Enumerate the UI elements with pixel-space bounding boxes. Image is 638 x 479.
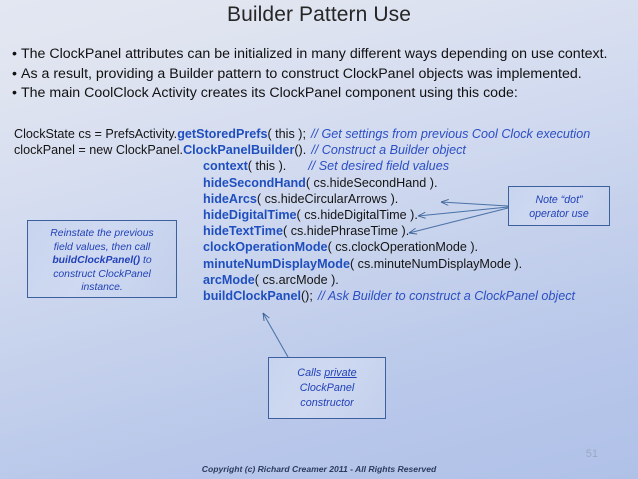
bullet-item: •The main CoolClock Activity creates its…: [12, 84, 632, 104]
bullet-item-text: The main CoolClock Activity creates its …: [21, 85, 518, 101]
code-args: ();: [300, 288, 313, 303]
code-args: ( cs.clockOperationMode ).: [327, 240, 479, 255]
callout-note-line2: operator use: [529, 208, 589, 220]
copyright-notice: Copyright (c) Richard Creamer 2011 - All…: [201, 464, 437, 474]
callout-reinstate-line4: construct ClockPanel: [53, 268, 151, 280]
callout-reinstate-line3-rest: to: [140, 255, 152, 267]
page-title: Builder Pattern Use: [227, 3, 411, 26]
code-method-name: hideDigitalTime: [203, 207, 297, 222]
code-method-name: minuteNumDisplayMode: [203, 256, 350, 271]
bullet-item: •The ClockPanel attributes can be initia…: [12, 45, 632, 65]
code-comment: // Construct a Builder object: [311, 143, 466, 158]
code-method-name: clockOperationMode: [203, 240, 328, 255]
callout-reinstate-line5: instance.: [81, 282, 123, 294]
code-args: ( cs.arcMode ).: [254, 272, 339, 287]
code-method-name: context: [203, 159, 248, 174]
code-comment: // Set desired field values: [308, 159, 449, 174]
callout-calls-line3: constructor: [300, 397, 354, 409]
callout-calls-line1-plain: Calls: [297, 367, 325, 379]
code-line-context: context( this ). // Set desired field val…: [14, 158, 638, 174]
code-args: ( cs.hideCircularArrows ).: [256, 191, 399, 206]
callout-reinstate-line2: field values, then call: [53, 241, 151, 253]
code-method-name: ClockPanelBuilder: [183, 143, 295, 158]
code-line-minute-num-display-mode: minuteNumDisplayMode( cs.minuteNumDispla…: [14, 256, 638, 272]
callout-calls-line2: ClockPanel: [299, 382, 355, 394]
arrow-calls-to-build-clock-panel: [262, 313, 289, 358]
code-args: ( this ).: [247, 159, 287, 174]
code-method-name: getStoredPrefs: [177, 127, 268, 141]
bullet-list: •The ClockPanel attributes can be initia…: [12, 45, 632, 104]
code-line-builder-new: clockPanel = new ClockPanel.ClockPanelBu…: [14, 142, 638, 158]
code-line-arc-mode: arcMode( cs.arcMode ).: [14, 272, 638, 288]
callout-note-line1: Note “dot”: [535, 194, 583, 206]
callout-calls-line1-underlined: private: [324, 367, 357, 379]
bullet-marker-icon: •: [12, 46, 17, 62]
bullet-marker-icon: •: [12, 65, 17, 82]
bullet-marker-icon: •: [12, 85, 17, 101]
code-line-clock-operation-mode: clockOperationMode( cs.clockOperationMod…: [14, 239, 638, 255]
bullet-item-text: The ClockPanel attributes can be initial…: [21, 46, 608, 62]
callout-reinstate: Reinstate the previous field values, the…: [27, 220, 177, 298]
code-method-name: arcMode: [203, 272, 255, 287]
code-args: ( cs.minuteNumDisplayMode ).: [349, 256, 523, 271]
code-line-declaration: ClockState cs = PrefsActivity.getStoredP…: [14, 126, 638, 142]
code-method-name: hideTextTime: [203, 224, 284, 239]
code-method-name: hideArcs: [203, 191, 257, 206]
code-args: ( cs.hideSecondHand ).: [305, 175, 438, 190]
code-method-name: buildClockPanel: [203, 288, 301, 303]
code-line-build-clock-panel: buildClockPanel(); // Ask Builder to cons…: [14, 288, 638, 304]
code-block: ClockState cs = PrefsActivity.getStoredP…: [14, 126, 638, 304]
bullet-item-text: As a result, providing a Builder pattern…: [21, 65, 582, 82]
code-line-hide-second-hand: hideSecondHand( cs.hideSecondHand ).: [14, 175, 638, 191]
code-line-hide-arcs: hideArcs( cs.hideCircularArrows ).: [14, 191, 638, 207]
page-number: 51: [585, 448, 598, 460]
callout-note-dot-operator: Note “dot” operator use: [508, 186, 610, 226]
callout-reinstate-method: buildClockPanel(): [52, 255, 141, 267]
code-prefix: ClockState cs = PrefsActivity.: [14, 127, 178, 141]
code-line-hide-text-time: hideTextTime( cs.hidePhraseTime ).: [14, 223, 638, 239]
code-args: ( cs.hidePhraseTime ).: [283, 224, 410, 239]
code-method-name: hideSecondHand: [203, 175, 306, 190]
callout-reinstate-line1: Reinstate the previous: [50, 228, 154, 239]
code-prefix: clockPanel = new ClockPanel.: [14, 143, 184, 158]
callout-calls-line1: Calls private: [269, 366, 385, 381]
callout-calls-private-constructor: Calls private ClockPanel constructor: [268, 357, 386, 419]
code-args: ().: [294, 143, 307, 158]
bullet-item: •As a result, providing a Builder patter…: [12, 65, 632, 85]
callout-reinstate-line3: buildClockPanel() to: [28, 254, 176, 268]
code-args: ( this );: [267, 127, 306, 141]
code-comment: // Ask Builder to construct a ClockPanel…: [317, 288, 576, 303]
code-line-hide-digital-time: hideDigitalTime( cs.hideDigitalTime ).: [14, 207, 638, 223]
code-comment: // Get settings from previous Cool Clock…: [310, 127, 591, 141]
code-args: ( cs.hideDigitalTime ).: [296, 207, 418, 222]
